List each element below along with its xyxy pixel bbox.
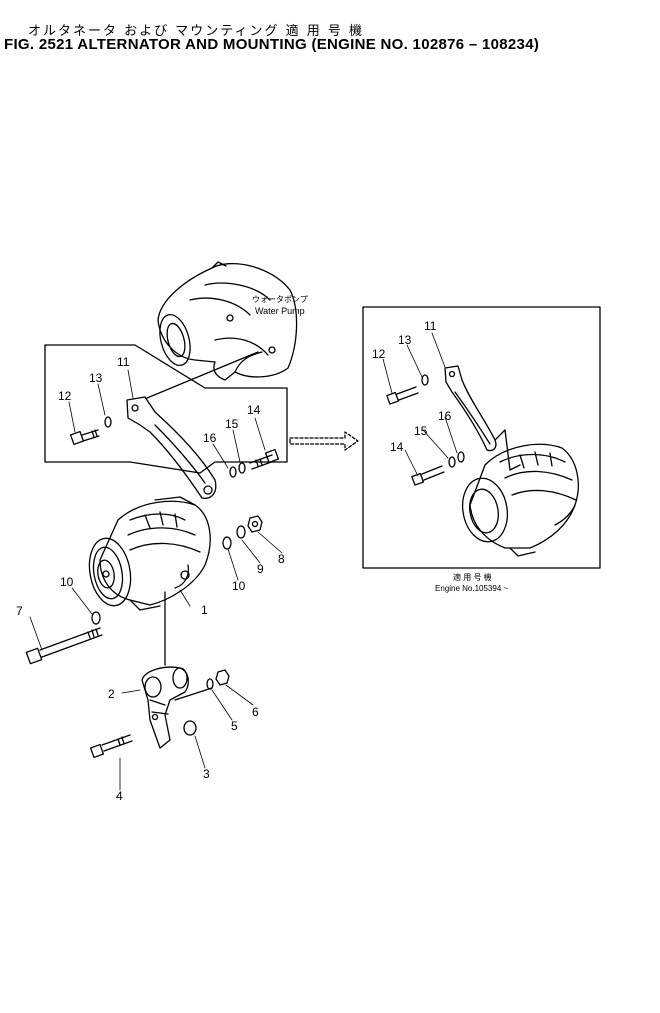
water-pump-drawing — [157, 261, 298, 381]
inset-callout-15: 15 — [414, 424, 428, 438]
adjusting-bar-left — [126, 396, 217, 499]
washer-9 — [236, 525, 246, 539]
water-pump-jp-label: ウォータポンプ — [252, 295, 308, 304]
inset-callout-14: 14 — [390, 440, 404, 454]
callout-7: 7 — [16, 604, 23, 618]
callout-6: 6 — [252, 705, 259, 719]
callout-11: 11 — [117, 355, 130, 369]
callout-15: 15 — [225, 417, 239, 431]
washer-15-left — [238, 462, 246, 474]
callout-3: 3 — [203, 767, 210, 781]
nut-3 — [183, 720, 197, 736]
alternator-drawing — [88, 496, 211, 611]
alternator-inset — [461, 443, 579, 557]
adjusting-bar-inset — [444, 365, 521, 471]
washer-13-inset — [421, 374, 429, 386]
direction-arrow — [289, 431, 359, 451]
nut-6 — [215, 669, 230, 686]
washer-16-left — [229, 466, 237, 478]
callout-4: 4 — [116, 789, 123, 803]
water-pump-label: Water Pump — [255, 306, 305, 316]
callout-8: 8 — [278, 552, 285, 566]
title-japanese: オルタネータ および マウンティング 適 用 号 機 — [28, 24, 365, 39]
callout-1: 1 — [201, 603, 208, 617]
callout-10b: 10 — [60, 575, 74, 589]
washer-16-inset — [457, 451, 465, 463]
applicable-label-jp: 適 用 号 機 — [453, 572, 492, 582]
callout-5: 5 — [231, 719, 238, 733]
callout-14: 14 — [247, 403, 261, 417]
inset-callout-16: 16 — [438, 409, 452, 423]
nut-8 — [247, 515, 263, 533]
washer-10-left — [91, 611, 101, 625]
callout-9: 9 — [257, 562, 264, 576]
inset-callout-11: 11 — [424, 319, 437, 333]
inset-callout-12: 12 — [372, 347, 386, 361]
figure-title: FIG. 2521 ALTERNATOR AND MOUNTING (ENGIN… — [4, 36, 540, 53]
callout-12: 12 — [58, 389, 72, 403]
callout-2: 2 — [108, 687, 115, 701]
bolt-7 — [25, 627, 103, 665]
callout-13: 13 — [89, 371, 103, 385]
bolt-12-left — [69, 429, 100, 446]
callout-16: 16 — [203, 431, 217, 445]
washer-10-right — [222, 536, 232, 550]
bolt-12-inset — [386, 386, 419, 405]
mounting-bracket — [141, 666, 189, 749]
washer-15-inset — [448, 456, 456, 468]
inset-callout-13: 13 — [398, 333, 412, 347]
inset-frame — [362, 306, 601, 569]
bolt-14-inset — [411, 465, 445, 486]
bolt-4 — [89, 734, 133, 759]
engine-number-label: Engine No.105394 ~ — [435, 584, 509, 593]
washer-13-left — [104, 416, 112, 428]
bolt-14-left — [249, 448, 280, 470]
callout-10a: 10 — [232, 579, 246, 593]
